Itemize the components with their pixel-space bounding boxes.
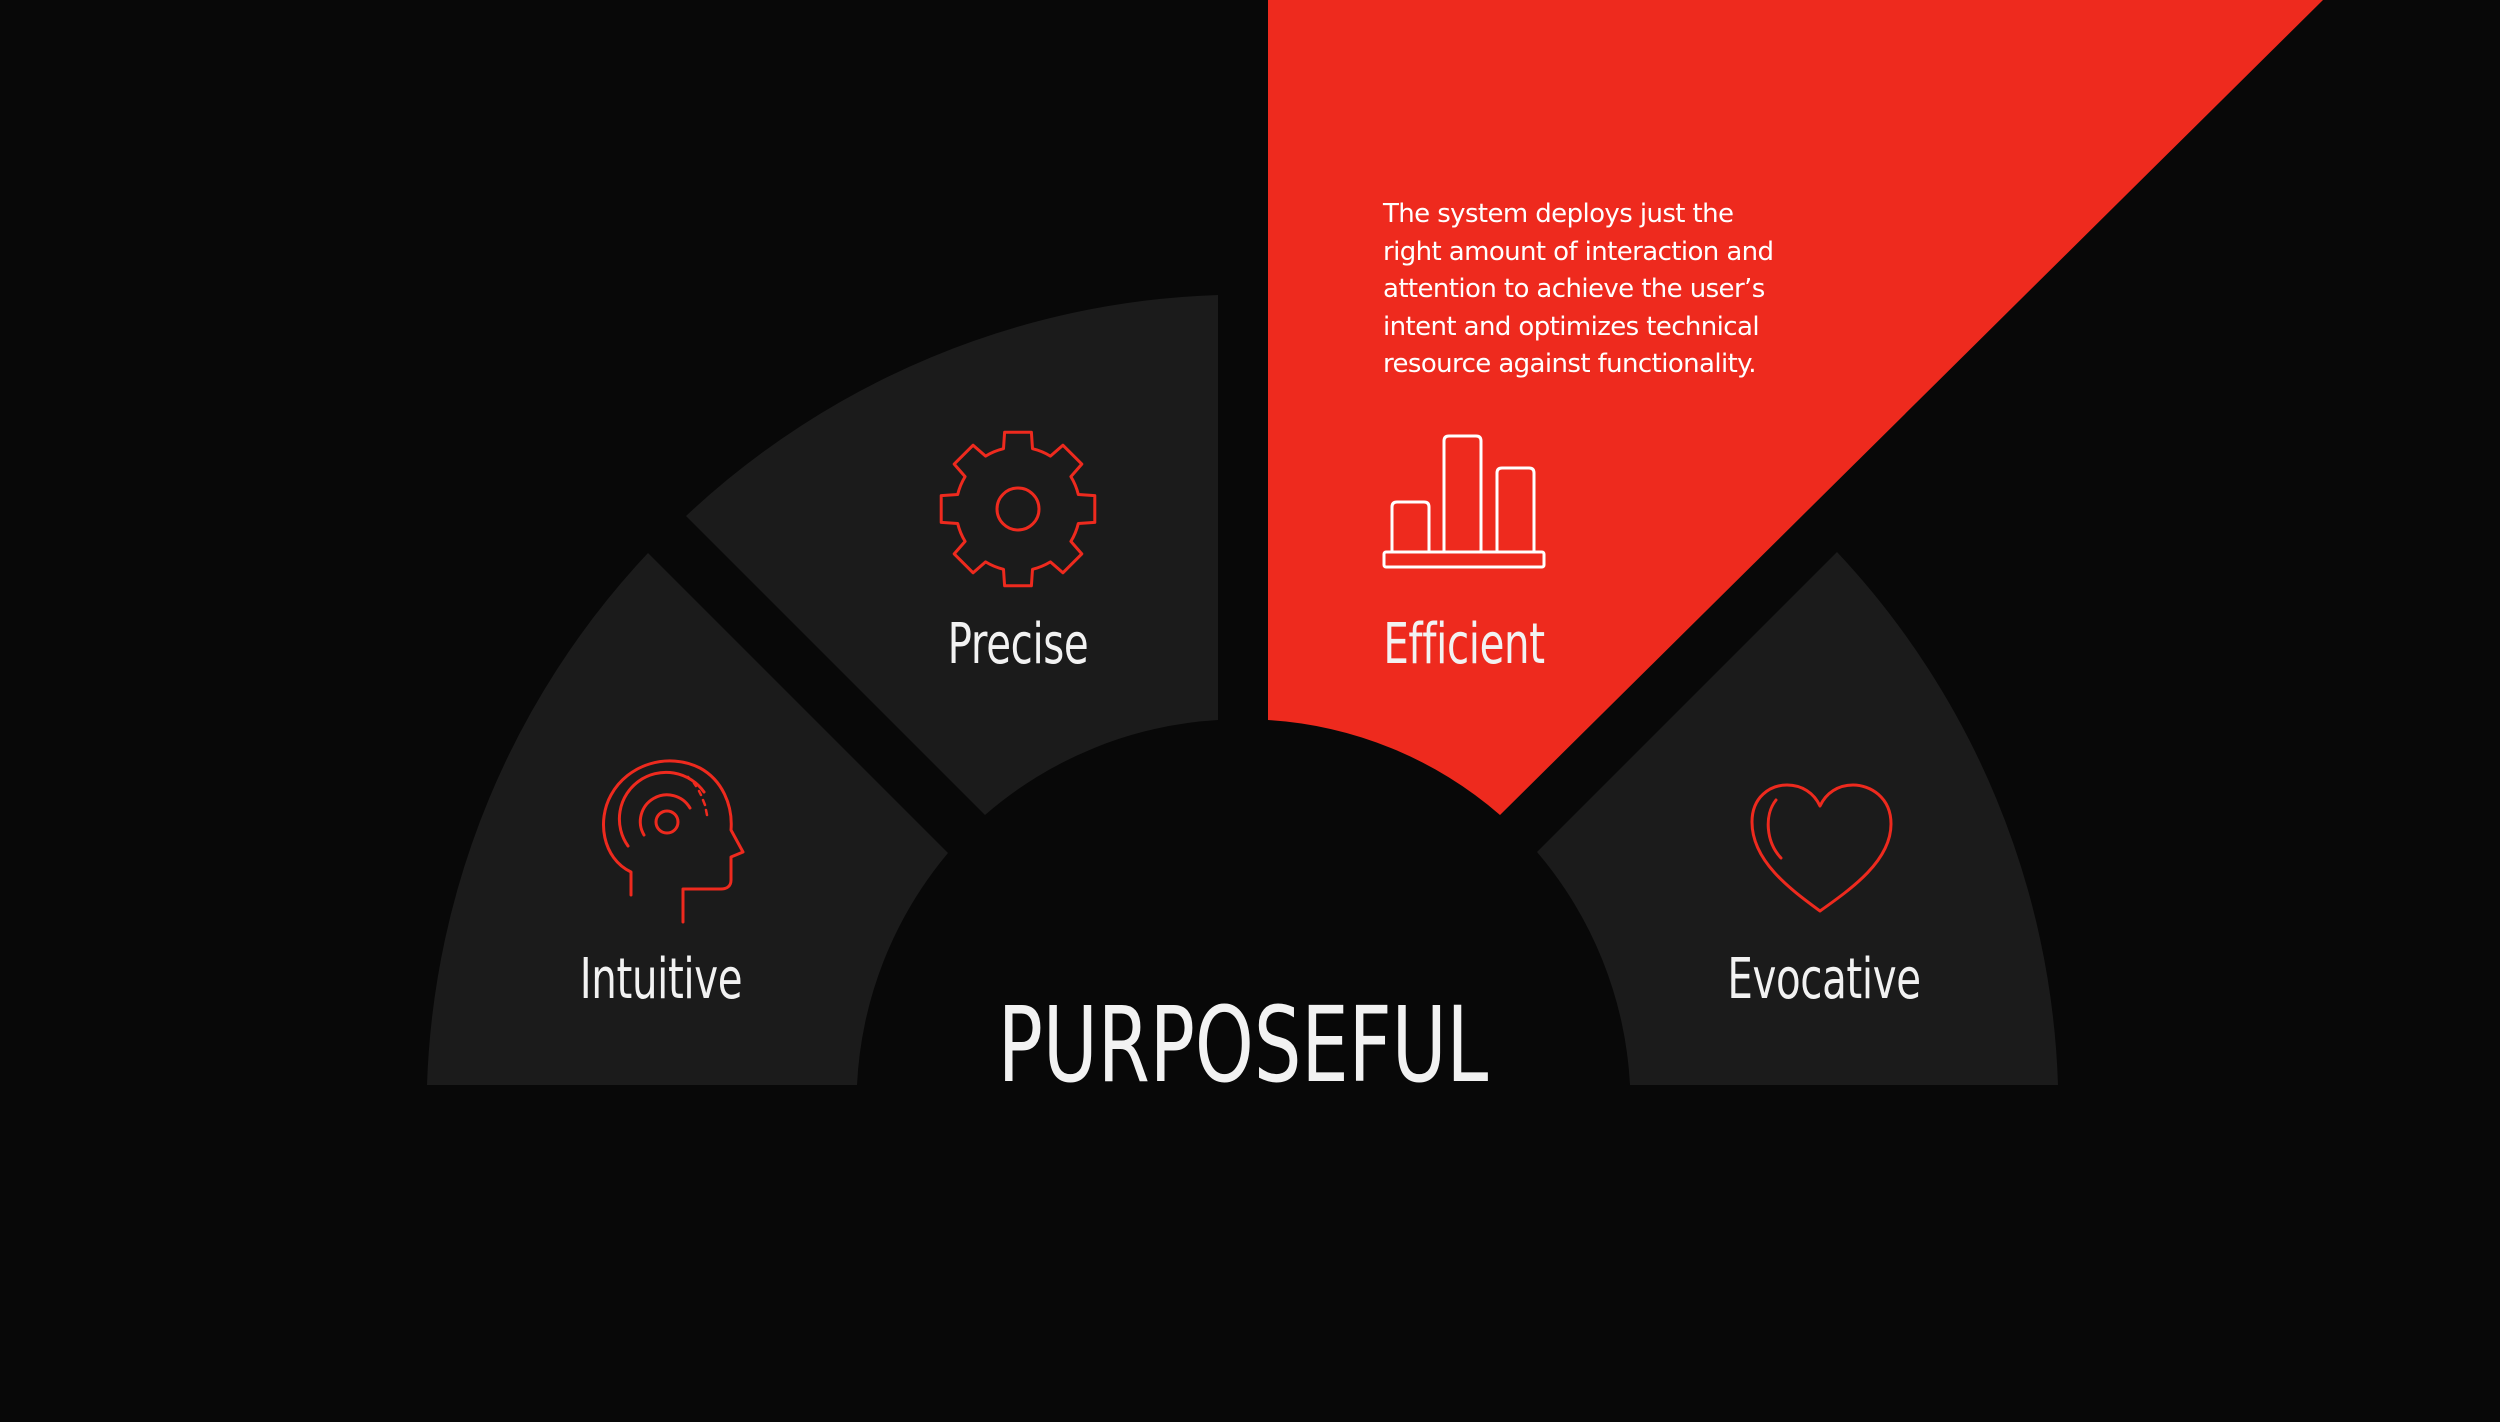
- segment-label-efficient: Efficient: [1383, 612, 1545, 677]
- diagram-title: PURPOSEFUL: [997, 984, 1489, 1106]
- head-profile-icon: [602, 759, 745, 924]
- gear-icon: [939, 430, 1097, 588]
- segment-intuitive: [427, 553, 948, 1085]
- segment-precise: [686, 295, 1218, 815]
- efficient-description: The system deploys just the right amount…: [1383, 199, 1774, 379]
- heart-icon: [1750, 783, 1893, 913]
- segment-label-intuitive: Intuitive: [579, 947, 743, 1012]
- gear-hub: [995, 486, 1041, 532]
- segment-label-evocative: Evocative: [1727, 947, 1921, 1012]
- segment-label-precise: Precise: [947, 612, 1089, 677]
- bar-chart-icon: [1382, 434, 1546, 569]
- segment-efficient-highlight: [1268, 0, 2323, 815]
- segment-evocative: [1537, 552, 2058, 1085]
